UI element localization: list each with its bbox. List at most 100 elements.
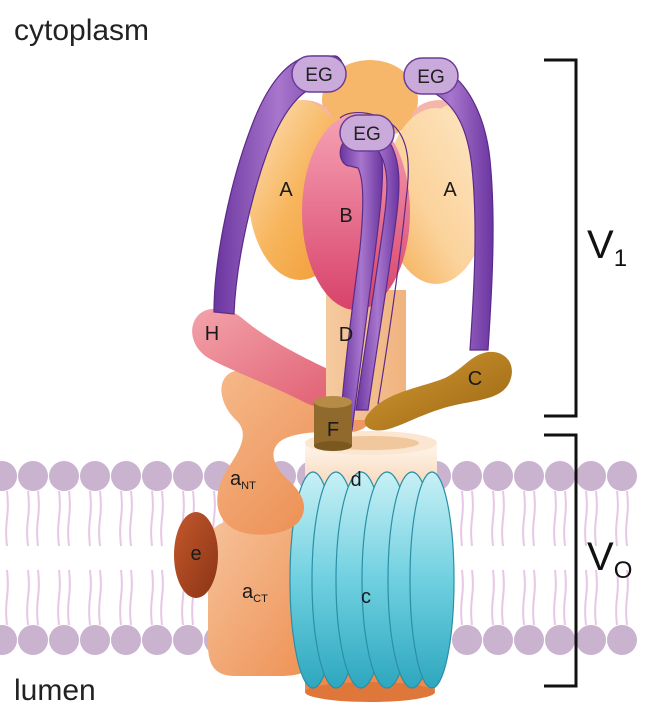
lipid-tail: [57, 569, 61, 626]
f-subunit: [314, 396, 352, 451]
lipid-head: [576, 625, 606, 655]
a-nt-sub: NT: [241, 480, 256, 492]
lipid-tail: [26, 569, 30, 626]
a-ct-sub: CT: [253, 593, 268, 605]
a-ct-label: aCT: [242, 581, 268, 605]
lipid-tail: [615, 490, 619, 547]
lipid-tail: [5, 569, 9, 626]
lipid-tail: [129, 490, 133, 547]
lipid-head: [514, 461, 544, 491]
lipid-tail: [119, 490, 123, 547]
lipid-tail: [615, 569, 619, 626]
lipid-tail: [625, 569, 629, 626]
lipid-tail: [594, 569, 598, 626]
lipid-head: [111, 461, 141, 491]
f-label: F: [327, 419, 339, 441]
lipid-head: [80, 625, 110, 655]
lipid-head: [607, 625, 637, 655]
a-nt-main: a: [230, 468, 242, 490]
lipid-tail: [57, 490, 61, 547]
lipid-head: [452, 461, 482, 491]
lipid-head: [80, 461, 110, 491]
lipid-tail: [160, 490, 164, 547]
lipid-tail: [625, 490, 629, 547]
lipid-tail: [36, 490, 40, 547]
lipid-tail: [584, 490, 588, 547]
eg-label-center: EG: [353, 124, 380, 145]
lipid-tail: [88, 490, 92, 547]
lipid-tail: [119, 569, 123, 626]
lipid-tail: [553, 569, 557, 626]
lipid-tail: [522, 569, 526, 626]
v1-bracket: [544, 58, 578, 418]
c-ring: [289, 471, 455, 689]
lipid-head: [142, 625, 172, 655]
lipid-tail: [594, 490, 598, 547]
lipid-head: [49, 461, 79, 491]
lipid-head: [173, 461, 203, 491]
lipid-head: [483, 625, 513, 655]
lipid-head: [607, 461, 637, 491]
eg-cap-left: [291, 55, 347, 93]
lipid-tail: [98, 569, 102, 626]
h-label: H: [205, 323, 219, 345]
v0-bracket: [544, 433, 578, 688]
lipid-head: [18, 625, 48, 655]
lipid-tail: [563, 490, 567, 547]
lipid-tail: [470, 490, 474, 547]
d-upper-label: D: [339, 324, 353, 346]
lipid-tail: [491, 490, 495, 547]
a-nt-label: aNT: [230, 468, 256, 492]
v1-main: V: [587, 223, 614, 267]
b-label: B: [339, 205, 352, 227]
eg-cap-center: [339, 114, 395, 152]
lipid-tail: [5, 490, 9, 547]
lipid-head: [0, 625, 17, 655]
a-ct-main: a: [242, 581, 254, 603]
lipid-tail: [532, 569, 536, 626]
lipid-tail: [532, 490, 536, 547]
lipid-tail: [501, 490, 505, 547]
lipid-head: [142, 461, 172, 491]
eg-cap-right: [403, 57, 459, 95]
v0-sub: O: [614, 557, 633, 584]
lipid-head: [514, 625, 544, 655]
lipid-tail: [491, 569, 495, 626]
lipid-head: [576, 461, 606, 491]
a-ct-subunit: [208, 519, 317, 676]
c-upper-label: C: [468, 368, 482, 390]
a-label-left: A: [279, 179, 293, 201]
lipid-tail: [460, 569, 464, 626]
lipid-head: [545, 461, 575, 491]
lipid-tail: [501, 569, 505, 626]
eg-label-right: EG: [417, 67, 444, 88]
e-label: e: [190, 543, 201, 565]
lipid-tail: [584, 569, 588, 626]
v1-label: V1: [587, 223, 627, 272]
h-subunit: [192, 308, 353, 409]
lipid-head: [0, 461, 17, 491]
lipid-tail: [470, 569, 474, 626]
lipid-tail: [150, 569, 154, 626]
cytoplasm-label: cytoplasm: [14, 14, 149, 47]
v0-label: VO: [587, 535, 632, 584]
lipid-head: [111, 625, 141, 655]
lipid-tail: [67, 490, 71, 547]
lipid-tail: [129, 569, 133, 626]
lipid-tail: [98, 490, 102, 547]
v1-sub: 1: [614, 245, 627, 272]
lipid-tail: [563, 569, 567, 626]
lipid-tail: [150, 490, 154, 547]
lipid-head: [49, 625, 79, 655]
lipid-head: [173, 625, 203, 655]
c-ring-label: c: [361, 586, 371, 608]
c-ring-segment: [409, 471, 455, 689]
lipid-head: [545, 625, 575, 655]
lipid-tail: [26, 490, 30, 547]
a-label-right: A: [443, 179, 457, 201]
eg-label-left: EG: [305, 65, 332, 86]
lipid-tail: [522, 490, 526, 547]
lipid-tail: [36, 569, 40, 626]
lipid-tail: [160, 569, 164, 626]
